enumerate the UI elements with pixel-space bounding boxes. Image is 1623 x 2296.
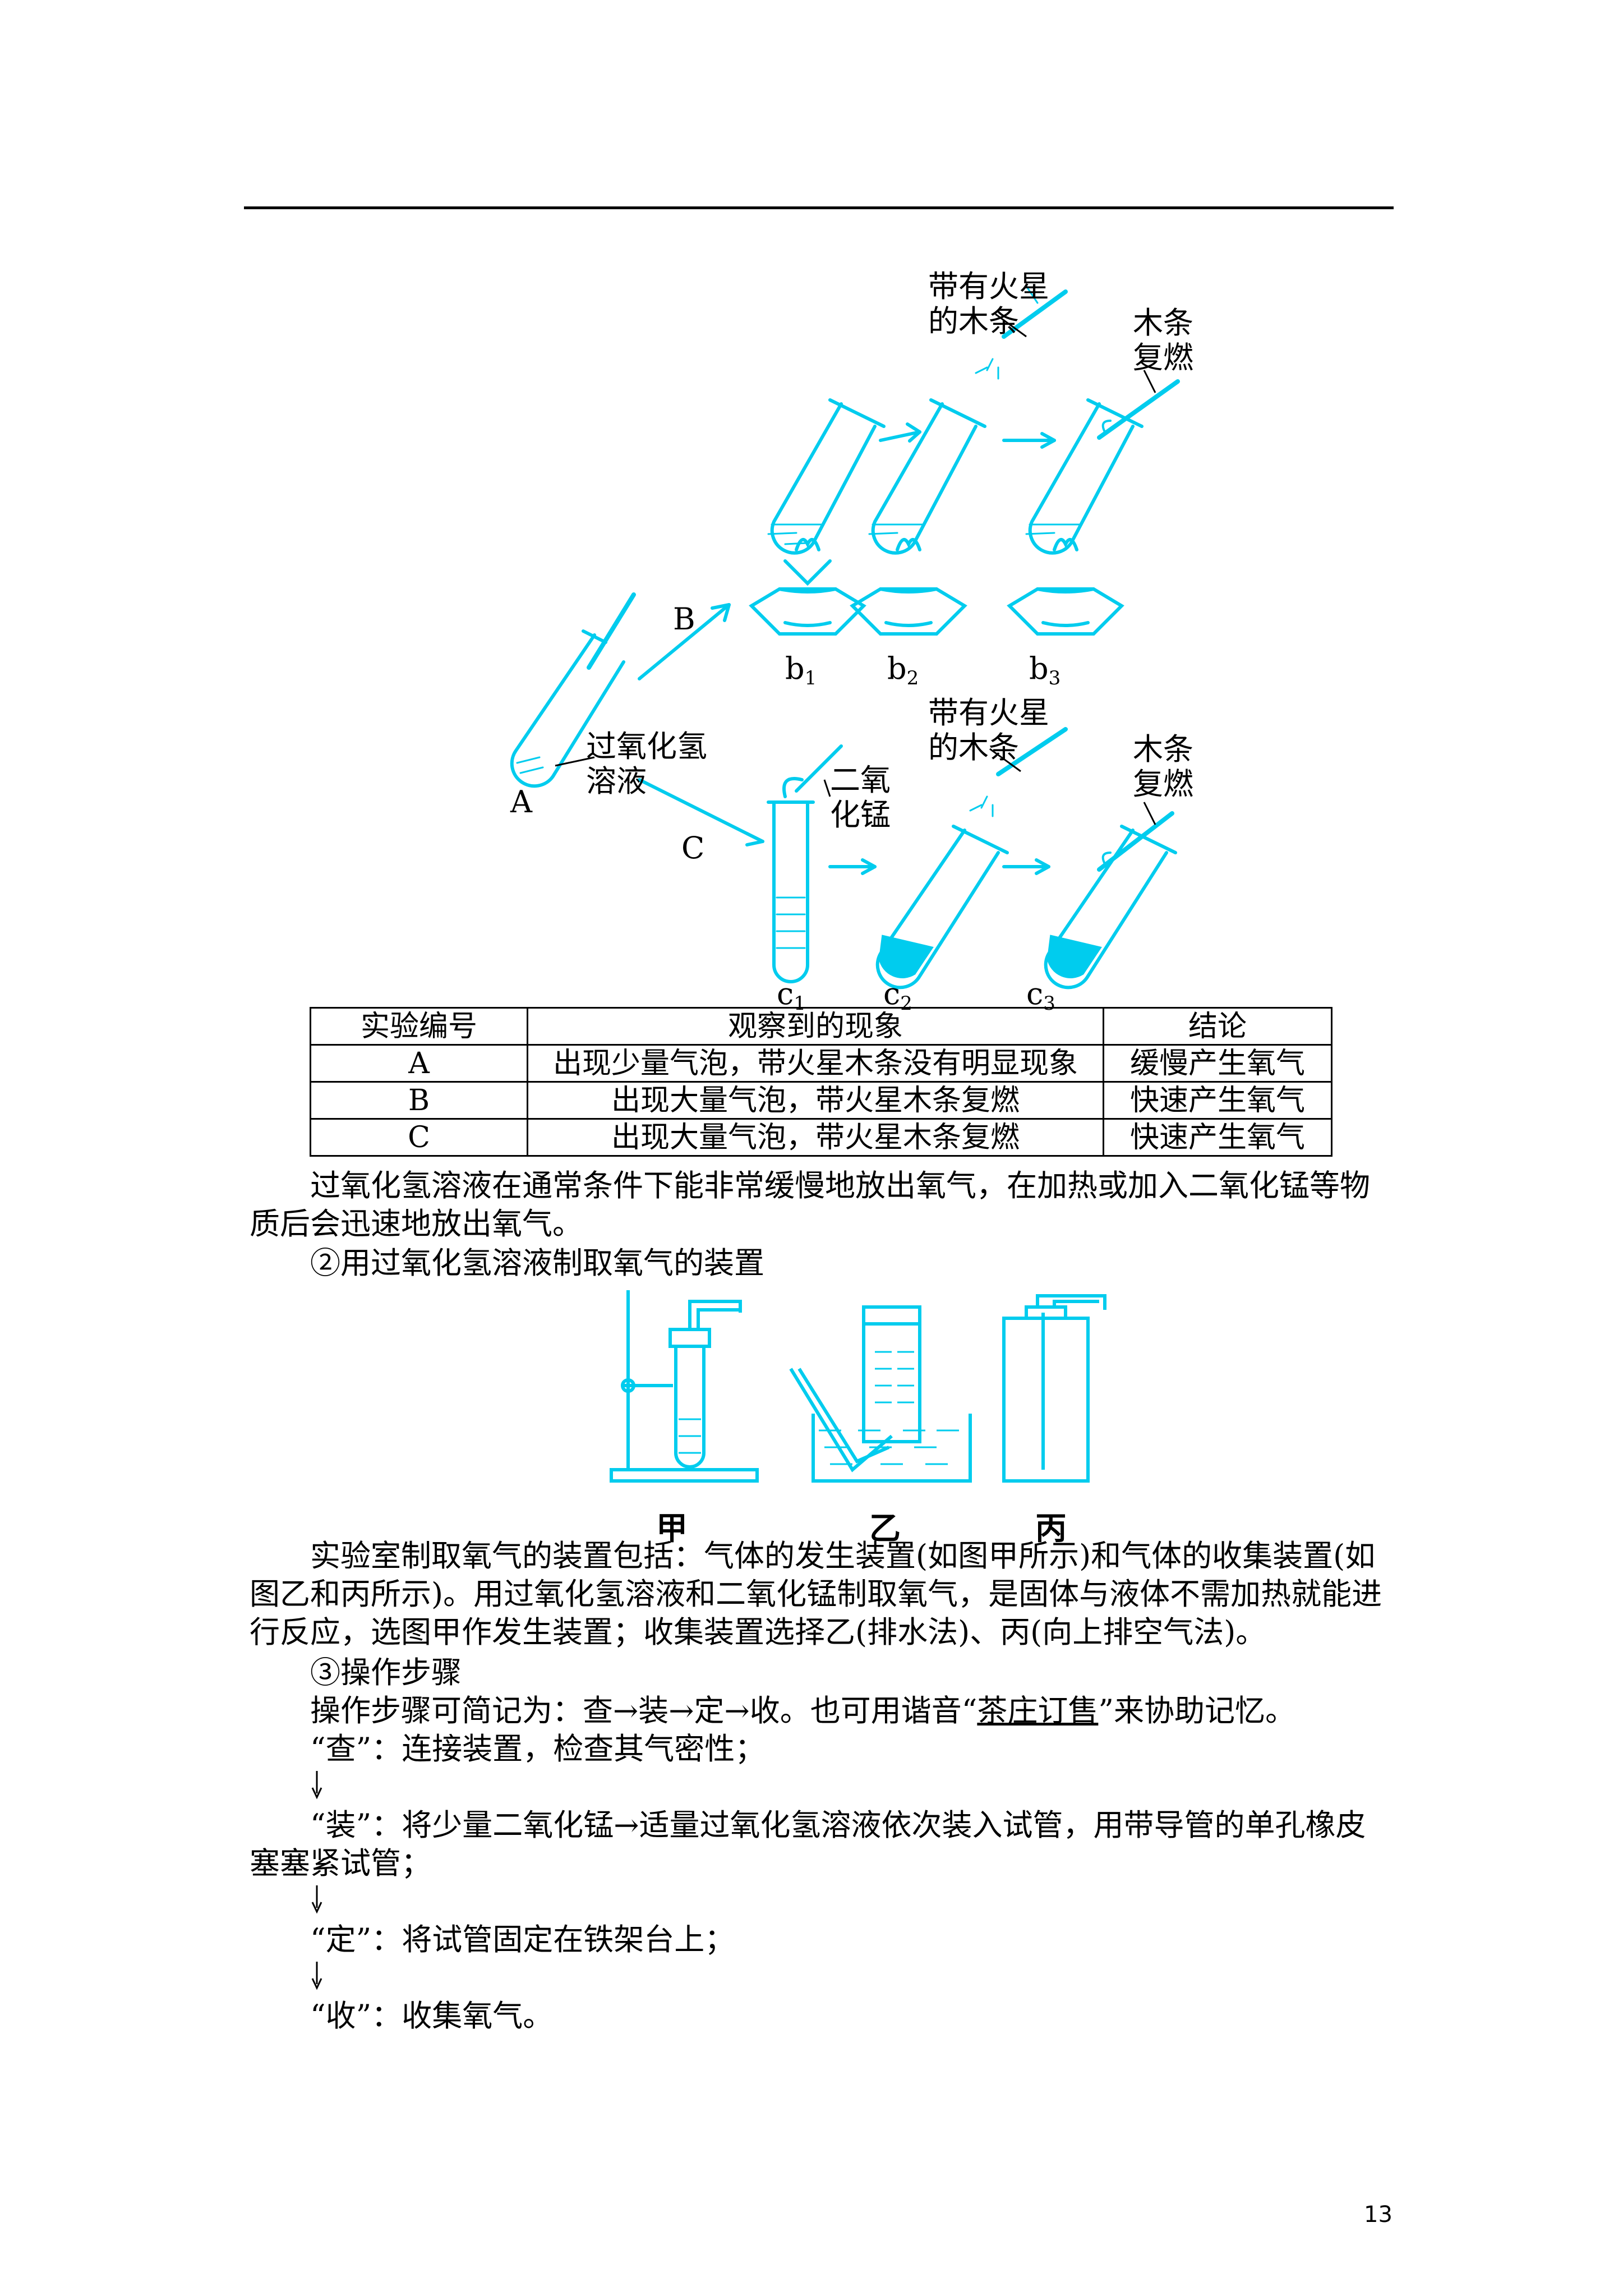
- header-rule: [244, 206, 1394, 209]
- paragraph-2: 实验室制取氧气的装置包括：气体的发生装置(如图甲所示)和气体的收集装置(如图乙和…: [250, 1538, 1382, 1650]
- label-b2: b2: [887, 651, 919, 689]
- step-collect: “收”：收集氧气。: [310, 1998, 554, 2033]
- steps-mnemonic: 操作步骤可简记为：查→装→定→收。也可用谐音“茶庄订售”来协助记忆。: [310, 1693, 1295, 1728]
- label-A: A: [510, 784, 532, 820]
- apparatus-diagram: [610, 1290, 1106, 1483]
- experiment-diagram: [510, 285, 1180, 990]
- label-C: C: [681, 830, 705, 866]
- b1-apparatus: [749, 398, 886, 636]
- table-header-row: 实验编号 观察到的现象 结论: [310, 1007, 1332, 1046]
- arrow-down-icon: [311, 1962, 322, 1990]
- caption-yi: 乙: [869, 1511, 901, 1547]
- step-check: “查”：连接装置，检查其气密性；: [310, 1731, 766, 1766]
- arrow-down-icon: [311, 1771, 322, 1800]
- step-load: “装”：将少量二氧化锰→适量过氧化氢溶液依次装入试管，用带导管的单孔橡皮塞塞紧试…: [250, 1807, 1366, 1881]
- label-mno2: 二氧化锰: [830, 762, 891, 832]
- arrow-down-icon: [311, 1885, 322, 1914]
- label-h2o2: 过氧化氢溶液: [586, 729, 707, 799]
- step-fix: “定”：将试管固定在铁架台上；: [310, 1922, 735, 1957]
- results-table: 实验编号 观察到的现象 结论 A 出现少量气泡，带火星木条没有明显现象 缓慢产生…: [310, 1007, 1332, 1157]
- heading-apparatus: ②用过氧化氢溶液制取氧气的装置: [310, 1245, 764, 1281]
- table-row: B 出现大量气泡，带火星木条复燃 快速产生氧气: [310, 1081, 1332, 1120]
- label-splint-1: 带有火星的木条: [928, 269, 1049, 339]
- label-splint-2: 带有火星的木条: [928, 695, 1049, 765]
- caption-bing: 丙: [1035, 1511, 1067, 1547]
- heading-steps: ③操作步骤: [310, 1655, 462, 1690]
- mnemonic-phrase: 茶庄订售: [977, 1693, 1099, 1728]
- caption-jia: 甲: [656, 1511, 688, 1547]
- label-relight-2: 木条复燃: [1133, 731, 1193, 802]
- table-row: C 出现大量气泡，带火星木条复燃 快速产生氧气: [310, 1118, 1332, 1157]
- paragraph-1: 过氧化氢溶液在通常条件下能非常缓慢地放出氧气，在加热或加入二氧化锰等物质后会迅速…: [250, 1168, 1370, 1241]
- label-relight-1: 木条复燃: [1133, 305, 1193, 375]
- label-b3: b3: [1029, 651, 1061, 689]
- label-B: B: [673, 601, 695, 637]
- label-b1: b1: [785, 651, 817, 689]
- page-number: 13: [1364, 2202, 1393, 2228]
- table-row: A 出现少量气泡，带火星木条没有明显现象 缓慢产生氧气: [310, 1044, 1332, 1083]
